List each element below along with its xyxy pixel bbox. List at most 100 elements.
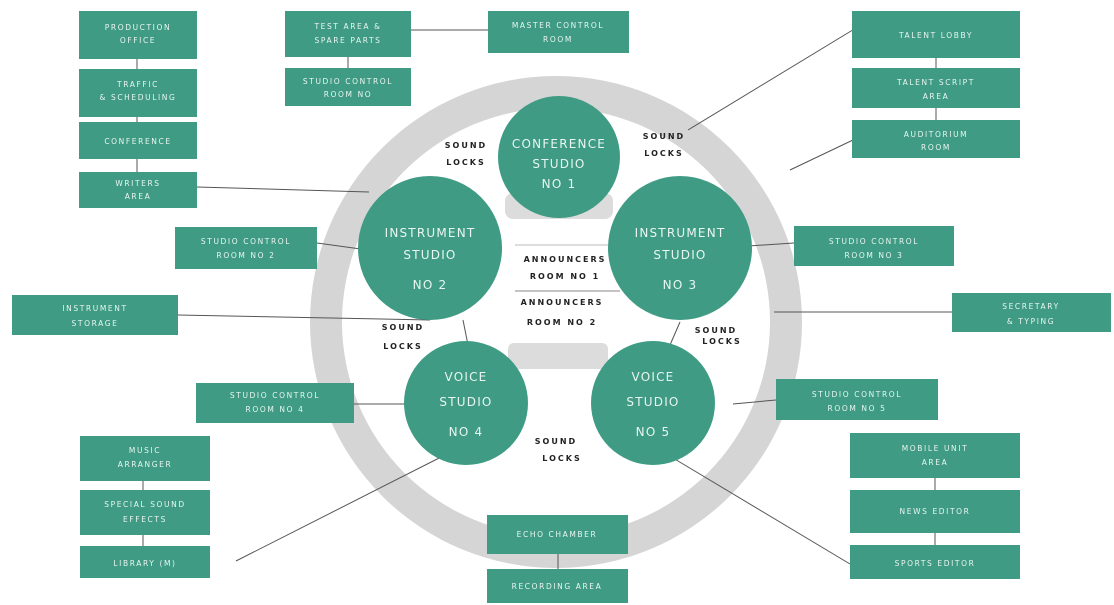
svg-text:NO 2: NO 2: [413, 278, 448, 292]
svg-text:STUDIO CONTROL: STUDIO CONTROL: [812, 390, 902, 399]
svg-text:PRODUCTION: PRODUCTION: [105, 23, 171, 32]
svg-text:LOCKS: LOCKS: [383, 342, 422, 351]
svg-text:MUSIC: MUSIC: [129, 446, 161, 455]
room-master-control: MASTER CONTROL ROOM: [488, 11, 629, 53]
svg-text:AUDITORIUM: AUDITORIUM: [904, 130, 968, 139]
room-traffic-scheduling: TRAFFIC & SCHEDULING: [79, 69, 197, 117]
svg-text:AREA: AREA: [923, 92, 950, 101]
room-talent-lobby: TALENT LOBBY: [852, 11, 1020, 58]
svg-text:EFFECTS: EFFECTS: [123, 515, 167, 524]
svg-text:TRAFFIC: TRAFFIC: [116, 80, 159, 89]
svg-text:ROOM NO 3: ROOM NO 3: [845, 251, 904, 260]
svg-text:STUDIO CONTROL: STUDIO CONTROL: [230, 391, 320, 400]
svg-text:TALENT SCRIPT: TALENT SCRIPT: [896, 78, 975, 87]
room-writers-area: WRITERS AREA: [79, 172, 197, 208]
svg-text:ROOM: ROOM: [543, 35, 573, 44]
svg-text:CONFERENCE: CONFERENCE: [104, 137, 171, 146]
svg-text:SECRETARY: SECRETARY: [1002, 302, 1060, 311]
svg-text:STUDIO: STUDIO: [439, 395, 492, 409]
room-recording-area: RECORDING AREA: [487, 569, 628, 603]
room-studio-control-no-4: STUDIO CONTROL ROOM NO 4: [196, 383, 354, 423]
sound-locks-top-right: SOUND LOCKS: [643, 132, 683, 158]
svg-text:ROOM NO: ROOM NO: [324, 90, 373, 99]
svg-text:VOICE: VOICE: [632, 370, 675, 384]
room-studio-control-no-3: STUDIO CONTROL ROOM NO 3: [794, 226, 954, 266]
svg-text:LOCKS: LOCKS: [702, 337, 741, 346]
svg-text:SPECIAL SOUND: SPECIAL SOUND: [104, 500, 186, 509]
svg-text:WRITERS: WRITERS: [115, 179, 160, 188]
room-auditorium: AUDITORIUM ROOM: [852, 120, 1020, 158]
svg-text:NO 5: NO 5: [636, 425, 671, 439]
svg-text:ECHO CHAMBER: ECHO CHAMBER: [517, 530, 598, 539]
room-news-editor: NEWS EDITOR: [850, 490, 1020, 533]
svg-text:SPORTS EDITOR: SPORTS EDITOR: [895, 559, 976, 568]
instrument-studio-no-3: INSTRUMENT STUDIO NO 3: [608, 176, 752, 320]
svg-text:STUDIO: STUDIO: [532, 157, 585, 171]
svg-text:SOUND: SOUND: [535, 437, 577, 446]
svg-text:ANNOUNCERS: ANNOUNCERS: [521, 298, 604, 307]
svg-text:ROOM NO 2: ROOM NO 2: [217, 251, 276, 260]
room-echo-chamber: ECHO CHAMBER: [487, 515, 628, 554]
svg-text:ANNOUNCERS: ANNOUNCERS: [524, 255, 607, 264]
conference-studio-no-1: CONFERENCE STUDIO NO 1: [498, 96, 620, 218]
room-secretary-typing: SECRETARY & TYPING: [952, 293, 1111, 332]
svg-text:NO 4: NO 4: [449, 425, 484, 439]
svg-text:RECORDING AREA: RECORDING AREA: [512, 582, 603, 591]
instrument-studio-no-2: INSTRUMENT STUDIO NO 2: [358, 176, 502, 320]
svg-text:NO 3: NO 3: [663, 278, 698, 292]
room-studio-control-no-5: STUDIO CONTROL ROOM NO 5: [776, 379, 938, 420]
room-music-arranger: MUSIC ARRANGER: [80, 436, 210, 481]
svg-text:VOICE: VOICE: [445, 370, 488, 384]
room-test-area-spare-parts: TEST AREA & SPARE PARTS: [285, 11, 411, 57]
svg-text:ROOM NO 4: ROOM NO 4: [246, 405, 305, 414]
svg-text:ROOM NO 1: ROOM NO 1: [530, 272, 600, 281]
voice-studio-no-4: VOICE STUDIO NO 4: [404, 341, 528, 465]
svg-text:NEWS EDITOR: NEWS EDITOR: [900, 507, 971, 516]
room-library: LIBRARY (M): [80, 546, 210, 578]
svg-text:INSTRUMENT: INSTRUMENT: [385, 226, 476, 240]
svg-text:INSTRUMENT: INSTRUMENT: [62, 304, 127, 313]
room-studio-control-room-no: STUDIO CONTROL ROOM NO: [285, 68, 411, 106]
announcers-room-no-2: ANNOUNCERS ROOM NO 2: [521, 298, 604, 327]
room-conference: CONFERENCE: [79, 122, 197, 159]
svg-text:LOCKS: LOCKS: [446, 158, 485, 167]
voice-studio-no-5: VOICE STUDIO NO 5: [591, 341, 715, 465]
svg-text:MOBILE UNIT: MOBILE UNIT: [902, 444, 969, 453]
room-studio-control-no-2: STUDIO CONTROL ROOM NO 2: [175, 227, 317, 269]
svg-text:SPARE PARTS: SPARE PARTS: [314, 36, 381, 45]
svg-text:& SCHEDULING: & SCHEDULING: [100, 93, 177, 102]
announcers-room-no-1: ANNOUNCERS ROOM NO 1: [524, 255, 607, 281]
svg-text:TEST AREA &: TEST AREA &: [313, 22, 381, 31]
svg-text:OFFICE: OFFICE: [120, 36, 156, 45]
svg-text:STORAGE: STORAGE: [72, 319, 119, 328]
svg-text:STUDIO: STUDIO: [403, 248, 456, 262]
svg-text:AREA: AREA: [922, 458, 949, 467]
sound-locks-top-left: SOUND LOCKS: [445, 141, 485, 167]
svg-text:NO 1: NO 1: [542, 177, 577, 191]
svg-text:ROOM: ROOM: [921, 143, 951, 152]
room-talent-script-area: TALENT SCRIPT AREA: [852, 68, 1020, 108]
sound-locks-bottom: SOUND LOCKS: [535, 437, 581, 463]
svg-text:AREA: AREA: [125, 192, 152, 201]
sound-locks-mid-left: SOUND LOCKS: [382, 323, 424, 351]
svg-text:LOCKS: LOCKS: [644, 149, 683, 158]
svg-text:SOUND: SOUND: [382, 323, 424, 332]
svg-text:STUDIO CONTROL: STUDIO CONTROL: [829, 237, 919, 246]
svg-text:STUDIO: STUDIO: [653, 248, 706, 262]
svg-text:ROOM NO 2: ROOM NO 2: [527, 318, 597, 327]
svg-text:INSTRUMENT: INSTRUMENT: [635, 226, 726, 240]
room-sports-editor: SPORTS EDITOR: [850, 545, 1020, 579]
room-mobile-unit-area: MOBILE UNIT AREA: [850, 433, 1020, 478]
svg-text:STUDIO CONTROL: STUDIO CONTROL: [201, 237, 291, 246]
svg-text:TALENT LOBBY: TALENT LOBBY: [898, 31, 973, 40]
svg-text:SOUND: SOUND: [695, 326, 737, 335]
sound-locks-mid-right: SOUND LOCKS: [695, 326, 741, 346]
svg-text:MASTER CONTROL: MASTER CONTROL: [512, 21, 604, 30]
svg-text:STUDIO: STUDIO: [626, 395, 679, 409]
svg-text:STUDIO CONTROL: STUDIO CONTROL: [303, 77, 393, 86]
svg-text:ARRANGER: ARRANGER: [118, 460, 173, 469]
svg-text:LOCKS: LOCKS: [542, 454, 581, 463]
svg-text:ROOM NO 5: ROOM NO 5: [828, 404, 887, 413]
room-special-sound-effects: SPECIAL SOUND EFFECTS: [80, 490, 210, 535]
